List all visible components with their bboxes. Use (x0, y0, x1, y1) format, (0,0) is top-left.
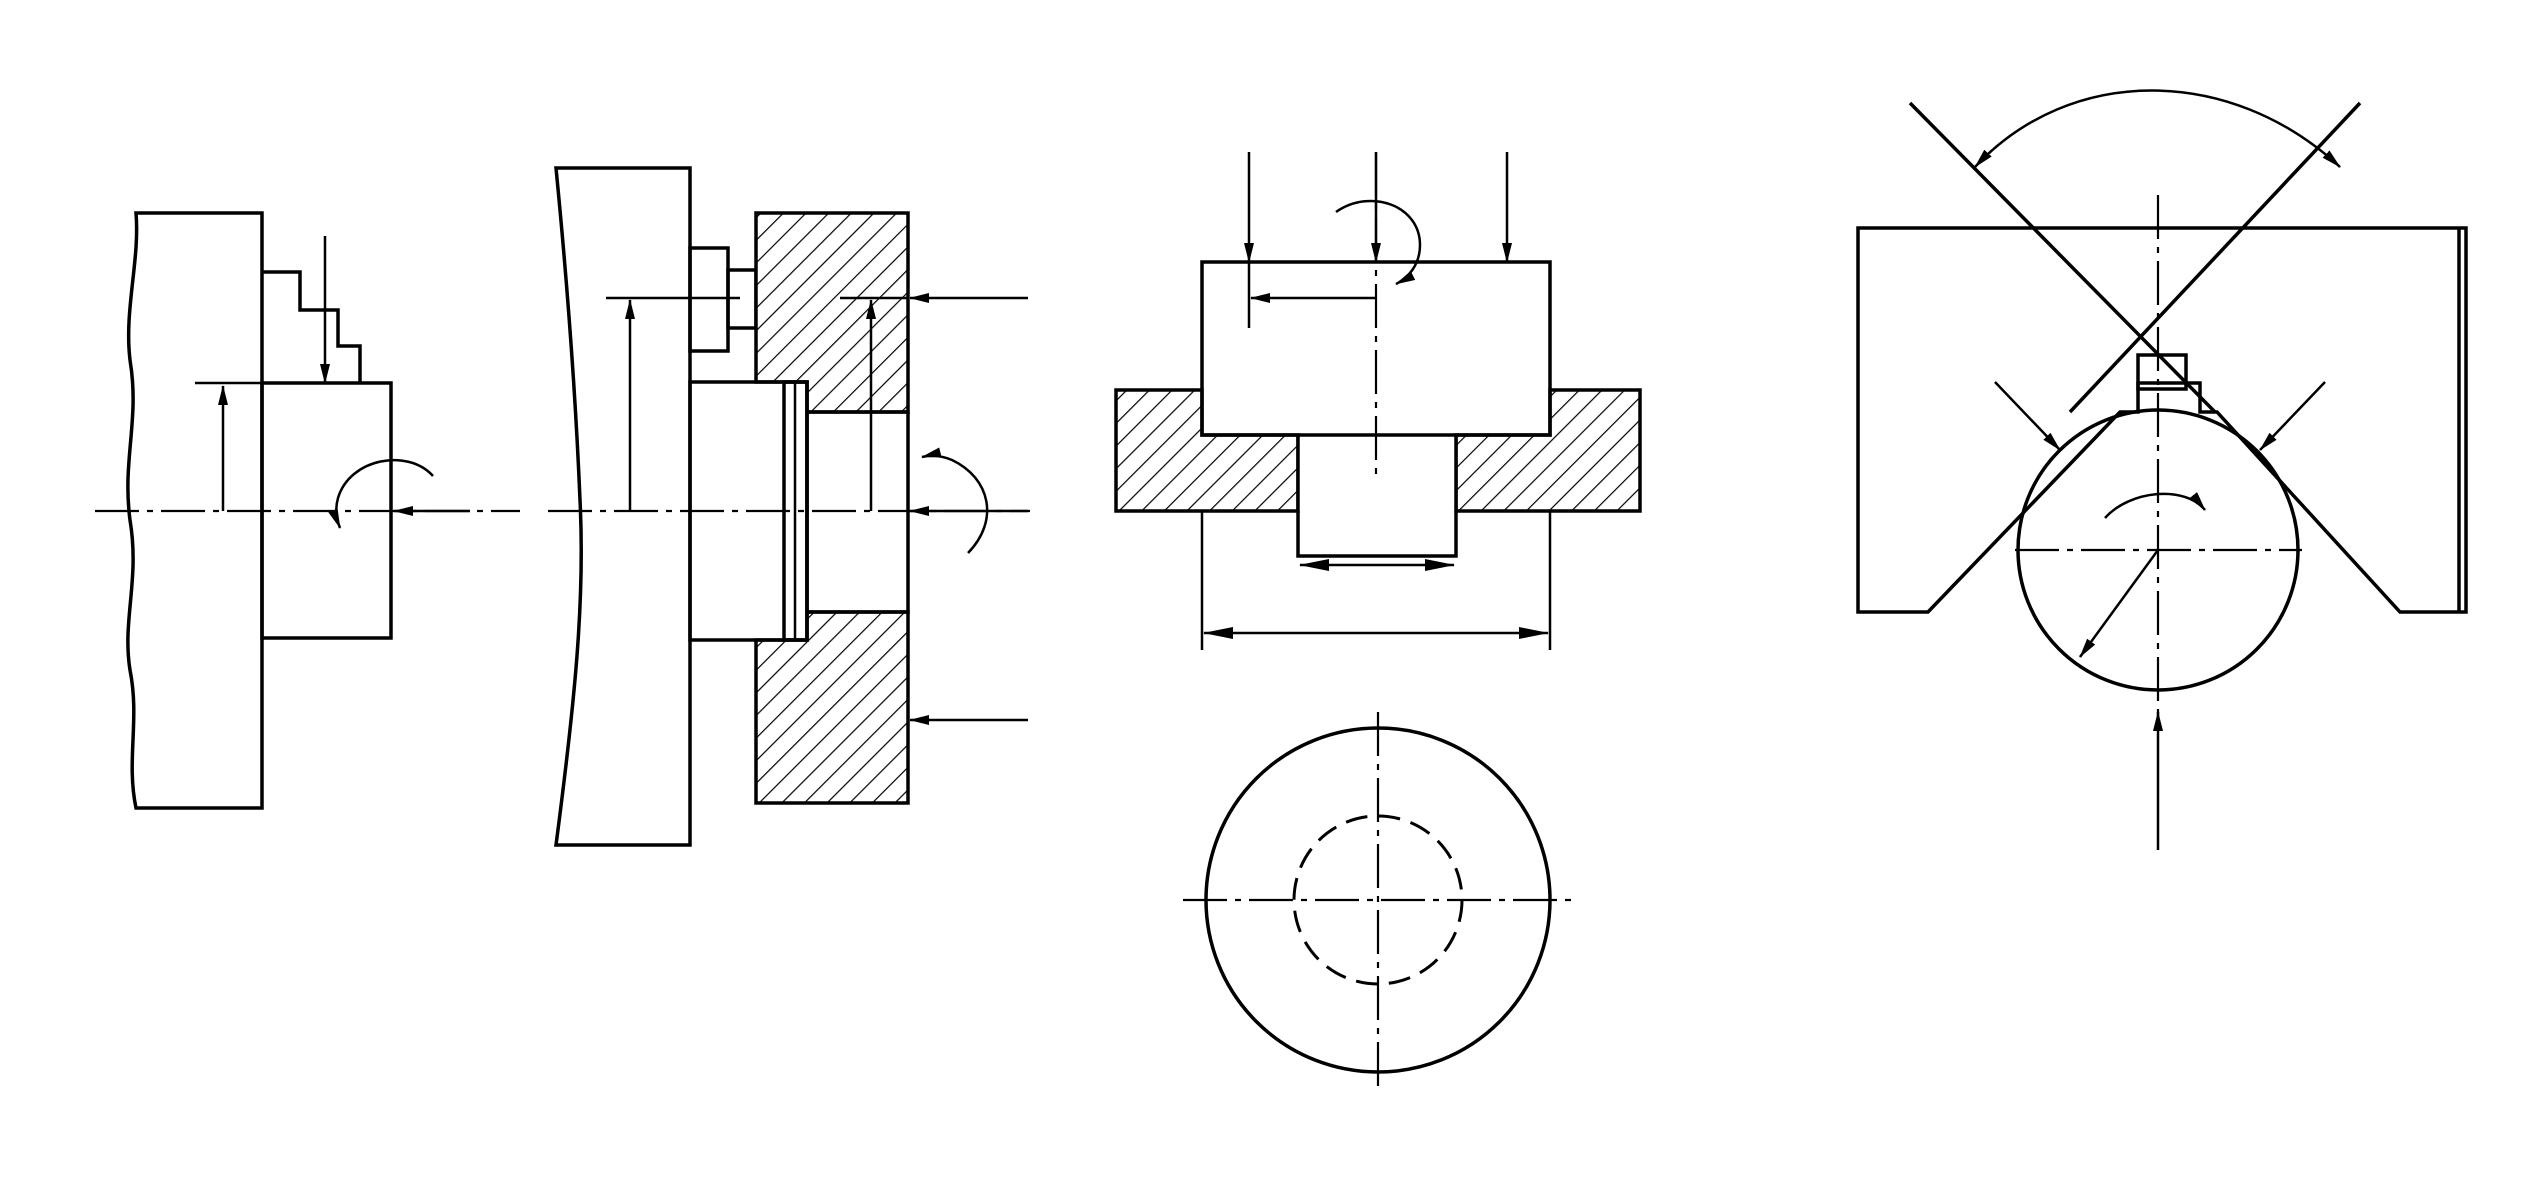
figure-chuck-jaw (95, 211, 520, 810)
faceplate (554, 166, 692, 847)
relief-slot (2136, 353, 2188, 391)
stepped-jaw (262, 270, 362, 383)
v-face-line-left (1908, 101, 2217, 414)
contact-force-arrow-right (2259, 381, 2326, 451)
rotation-arrow (1335, 199, 1422, 286)
chuck-body (126, 211, 264, 810)
bolt-head (688, 246, 730, 353)
radius-arrow (2078, 549, 2160, 658)
recess-walls (1296, 435, 1458, 558)
rotation-arrow (2104, 492, 2206, 519)
v-face-line-right (2068, 101, 2362, 414)
rotation-arrow (921, 447, 989, 554)
figure-v-block (1856, 89, 2468, 850)
angle-arc (1974, 89, 2341, 168)
support-left (1114, 388, 1300, 513)
figure-faceplate-fixture (548, 166, 1030, 847)
rotation-arrow (328, 458, 434, 529)
figure-block-support (1114, 152, 1642, 650)
v-block-body (1856, 226, 2468, 614)
support-right (1454, 388, 1642, 513)
contact-force-arrow-left (1994, 381, 2061, 451)
figure-top-view (1183, 712, 1572, 1088)
